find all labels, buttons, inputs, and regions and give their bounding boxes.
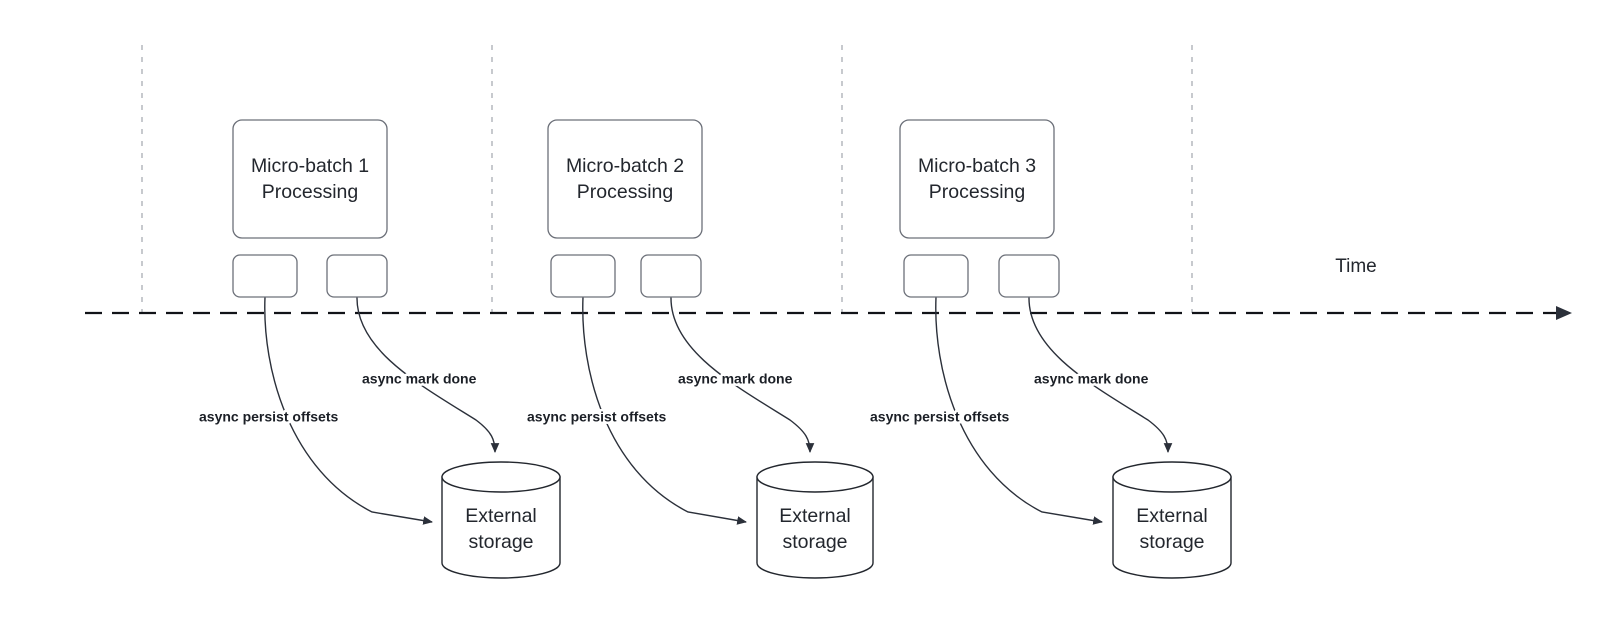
tick-line-layer [141,45,1193,313]
persist-offsets-edge-1 [264,296,433,525]
persist-offsets-edge-1-label: async persist offsets [199,409,338,425]
external-storage-2-label-line2: storage [782,531,847,553]
microbatch-box-3-label-line1: Micro-batch 3 [918,155,1036,177]
task-box-3a[interactable] [903,254,969,298]
mark-done-edge-3-label-halo: async mark done [1034,371,1149,387]
task-box-3b[interactable] [998,254,1060,298]
external-storage-cylinder-1[interactable] [441,476,561,579]
external-storage-cylinder-3[interactable] [1112,476,1232,579]
timeline-arrowhead [1556,306,1572,320]
external-storage-1-label-line1: External [465,505,537,527]
task-box-1b[interactable] [326,254,388,298]
timeline-layer [85,306,1572,320]
mark-done-edge-2 [670,296,815,453]
edge-layer [264,296,1173,525]
external-storage-cylinder-3-top [1112,461,1232,493]
external-storage-1-label-line2: storage [468,531,533,553]
mark-done-edge-1 [356,296,500,453]
microbatch-box-1-label-line1: Micro-batch 1 [251,155,369,177]
persist-offsets-edge-2-label-halo: async persist offsets [527,409,666,425]
persist-offsets-edge-3-label-halo: async persist offsets [870,409,1009,425]
microbatch-box-2-label-line1: Micro-batch 2 [566,155,684,177]
persist-offsets-edge-2 [582,296,747,525]
mark-done-edge-3 [1028,296,1173,453]
persist-offsets-edge-3 [935,296,1103,525]
mark-done-edge-1-label-halo: async mark done [362,371,477,387]
external-storage-3-label-line2: storage [1139,531,1204,553]
task-box-2b[interactable] [640,254,702,298]
mark-done-edge-2-label-halo: async mark done [678,371,793,387]
mark-done-edge-3-label: async mark done [1034,371,1149,387]
external-storage-2-label-line1: External [779,505,851,527]
external-storage-cylinder-2[interactable] [756,476,874,579]
mark-done-edge-2-label: async mark done [678,371,793,387]
task-box-2a[interactable] [550,254,616,298]
microbatch-box-3[interactable] [899,119,1055,239]
microbatch-box-1-label-line2: Processing [262,181,358,203]
axis-label-layer: Time [1335,256,1377,277]
microbatch-box-1[interactable] [232,119,388,239]
persist-offsets-edge-2-label: async persist offsets [527,409,666,425]
edge-label-layer: async persist offsets async persist offse… [197,368,1152,427]
task-box-1a[interactable] [232,254,298,298]
external-storage-cylinder-1-top [441,461,561,493]
external-storage-cylinder-2-top [756,461,874,493]
time-axis-label: Time [1335,256,1377,277]
external-storage-3-label-line1: External [1136,505,1208,527]
persist-offsets-edge-1-label-halo: async persist offsets [199,409,338,425]
microbatch-box-3-label-line2: Processing [929,181,1025,203]
microbatch-box-2[interactable] [547,119,703,239]
persist-offsets-edge-3-label: async persist offsets [870,409,1009,425]
microbatch-box-2-label-line2: Processing [577,181,673,203]
mark-done-edge-1-label: async mark done [362,371,477,387]
